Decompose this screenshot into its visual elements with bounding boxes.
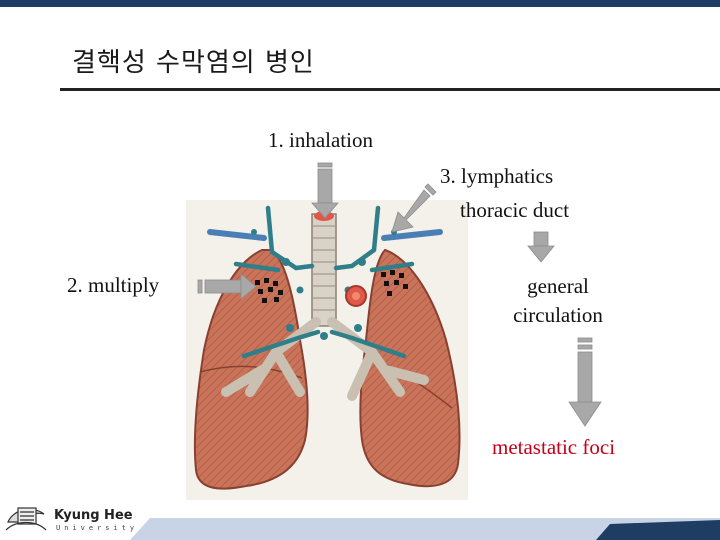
lymphatics-arrow bbox=[391, 183, 437, 233]
inhalation-arrow bbox=[311, 162, 339, 219]
bronchi bbox=[221, 317, 429, 401]
bottom-bar-dark bbox=[596, 520, 720, 540]
logo-name: Kyung Hee bbox=[54, 508, 133, 523]
trachea bbox=[311, 213, 337, 327]
thoracic-duct-arrow bbox=[527, 231, 555, 263]
title-underline bbox=[60, 88, 720, 91]
lymph-nodes bbox=[251, 229, 397, 340]
label-thoracic-duct: thoracic duct bbox=[460, 198, 570, 222]
circulation-arrow bbox=[568, 337, 602, 427]
logo-subtitle: University bbox=[56, 524, 139, 532]
label-circulation: circulation bbox=[513, 303, 603, 327]
bacilli-right bbox=[381, 270, 408, 296]
label-lymphatics: 3. lymphatics bbox=[440, 164, 554, 188]
university-logo-icon bbox=[5, 507, 47, 531]
right-lung bbox=[359, 248, 461, 488]
label-multiply: 2. multiply bbox=[67, 273, 160, 297]
bacilli-left bbox=[255, 278, 283, 303]
top-bar bbox=[0, 0, 720, 7]
subclavian-veins bbox=[207, 229, 443, 241]
trachea-rings bbox=[312, 225, 336, 311]
label-inhalation: 1. inhalation bbox=[268, 128, 373, 152]
bottom-bar-light bbox=[130, 518, 720, 540]
label-general: general bbox=[527, 274, 589, 298]
primary-focus-core bbox=[352, 292, 360, 300]
multiply-arrow bbox=[197, 273, 257, 300]
slide-title: 결핵성 수막염의 병인 bbox=[72, 48, 315, 78]
label-metastatic-foci: metastatic foci bbox=[492, 435, 616, 459]
